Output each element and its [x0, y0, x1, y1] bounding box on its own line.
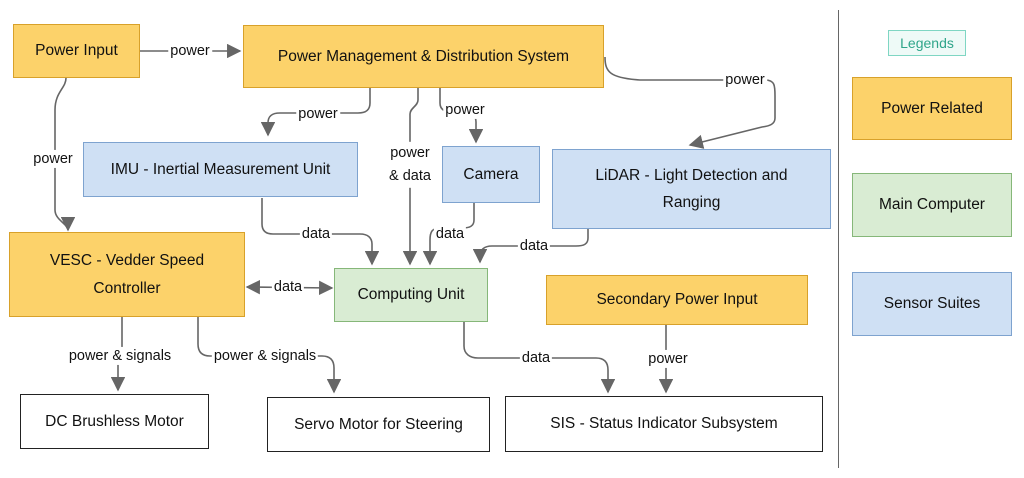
node-label: DC Brushless Motor	[45, 412, 184, 430]
edge-label-pmds-to-imu: power	[296, 104, 340, 124]
node-computing-unit: Computing Unit	[334, 268, 488, 322]
node-sis: SIS - Status Indicator Subsystem	[505, 396, 823, 452]
edge-label-pmds-to-computing: power & data	[387, 141, 433, 189]
node-lidar: LiDAR - Light Detection and Ranging	[552, 149, 831, 229]
edge-label-computing-sis: data	[519, 348, 553, 368]
legend-item-label: Sensor Suites	[883, 295, 981, 313]
edge-label-input-to-vesc: power	[31, 149, 75, 169]
node-dc-brushless-motor: DC Brushless Motor	[20, 394, 209, 449]
edge-label-input-to-pmds: power	[168, 41, 212, 61]
legend-item-power-related: Power Related	[852, 77, 1012, 140]
node-power-input: Power Input	[13, 24, 140, 78]
node-label: Camera	[463, 165, 519, 183]
edge-label-camera-data: data	[433, 224, 467, 244]
node-label: Servo Motor for Steering	[294, 415, 463, 433]
node-secondary-power-input: Secondary Power Input	[546, 275, 808, 325]
edge-label-lidar-data: data	[517, 236, 551, 256]
edge-pmds-to-computing	[402, 88, 419, 266]
node-label: VESC - Vedder Speed Controller	[49, 252, 205, 297]
edge-label-secondary-sis: power	[646, 349, 690, 369]
node-label: Power Input	[35, 42, 118, 60]
edge-label-vesc-dc-motor: power & signals	[66, 346, 174, 366]
node-label: Computing Unit	[357, 286, 465, 304]
node-vesc: VESC - Vedder Speed Controller	[9, 232, 245, 317]
node-servo-motor: Servo Motor for Steering	[267, 397, 490, 452]
edge-label-pmds-to-lidar: power	[723, 70, 767, 90]
edge-label-vesc-computing: data	[271, 277, 305, 297]
node-label: Secondary Power Input	[596, 291, 758, 309]
legend-divider	[838, 10, 839, 468]
node-label: IMU - Inertial Measurement Unit	[110, 160, 331, 178]
legend-title: Legends	[888, 30, 966, 56]
legend-item-label: Main Computer	[879, 196, 985, 214]
node-label: LiDAR - Light Detection and Ranging	[595, 166, 788, 211]
edge-label-pmds-to-camera: power	[443, 100, 487, 120]
node-label: Power Management & Distribution System	[277, 47, 570, 65]
node-power-management: Power Management & Distribution System	[243, 25, 604, 88]
edge-pmds-to-lidar	[604, 56, 776, 149]
legend-item-label: Power Related	[881, 99, 983, 117]
edge-label-vesc-servo: power & signals	[211, 346, 319, 366]
node-camera: Camera	[442, 146, 540, 203]
legend-item-sensor-suites: Sensor Suites	[852, 272, 1012, 336]
legend-item-main-computer: Main Computer	[852, 173, 1012, 237]
node-label: SIS - Status Indicator Subsystem	[550, 415, 778, 433]
node-imu: IMU - Inertial Measurement Unit	[83, 142, 358, 197]
edge-label-imu-data: data	[299, 224, 333, 244]
